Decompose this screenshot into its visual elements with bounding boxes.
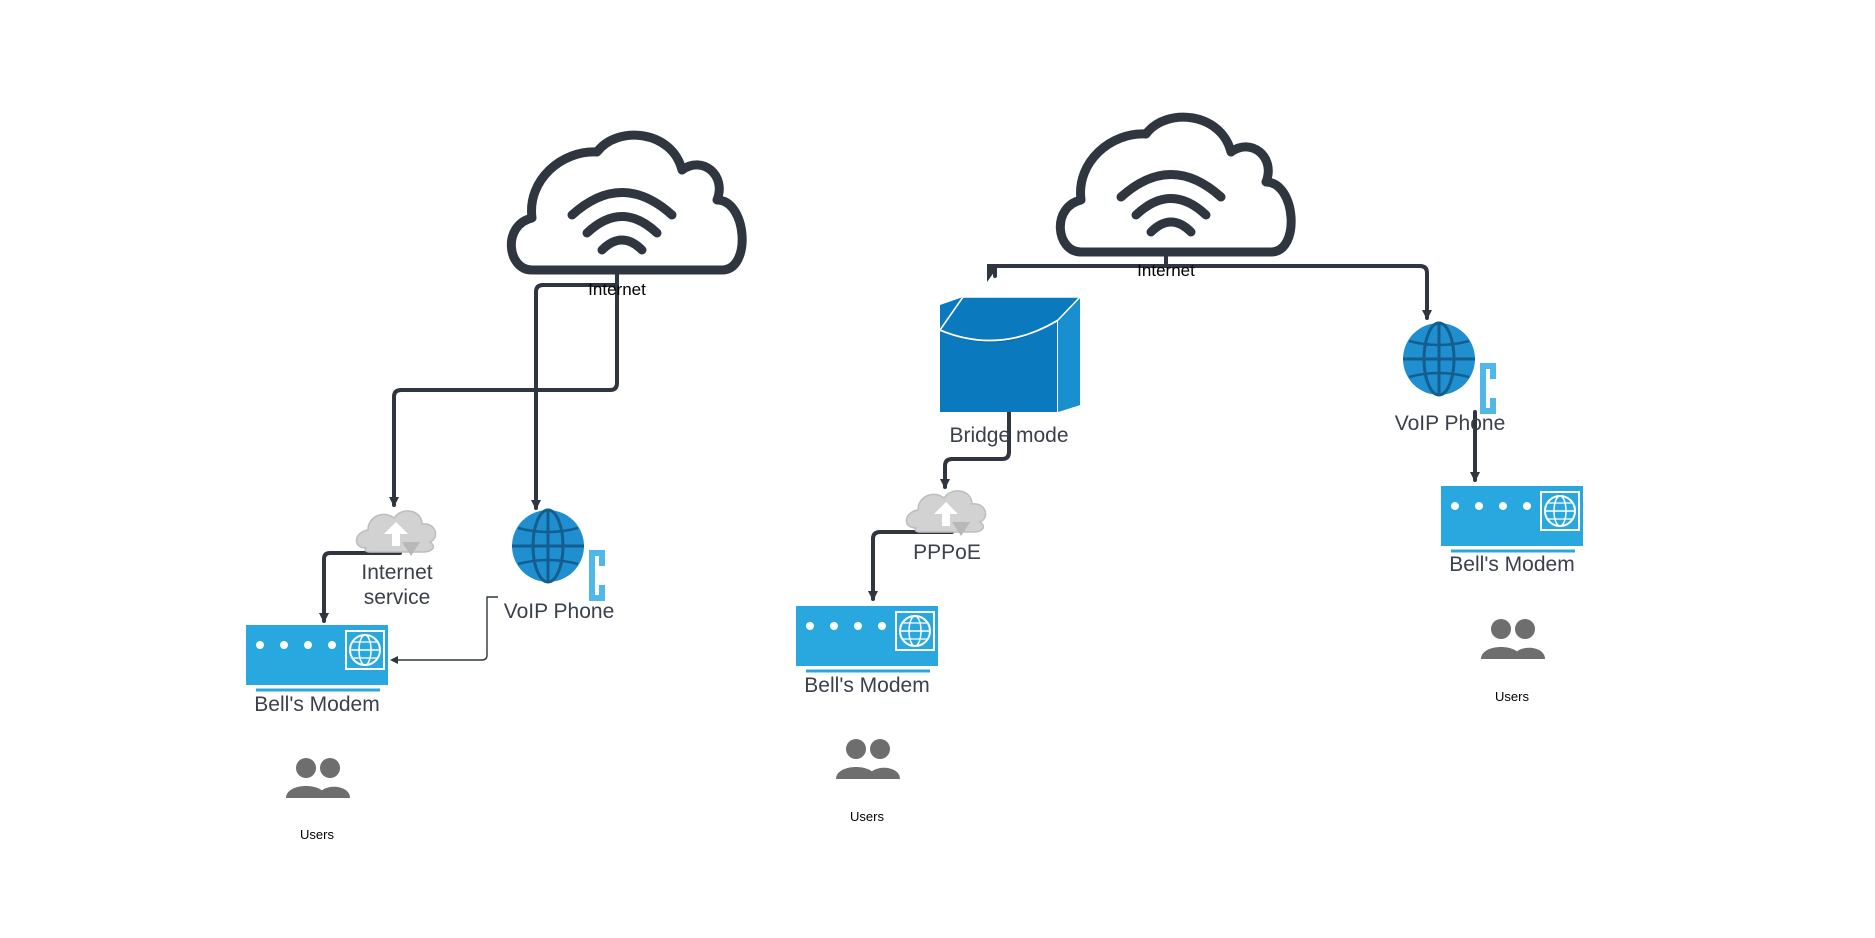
users-label-right-a: Users	[850, 809, 884, 824]
internet-service-label-line2: service	[364, 586, 431, 609]
voip-phone-label-right: VoIP Phone	[1395, 412, 1506, 435]
modem-icon-right-b	[1439, 484, 1585, 553]
connector-pppoe-to-modem	[868, 530, 954, 601]
voip-phone-icon	[512, 510, 602, 598]
connector-voip-to-modem	[390, 596, 498, 664]
left-network: Internet Internet service VoIP Phone Bel…	[244, 135, 742, 842]
pppoe-cloud-icon	[905, 490, 987, 537]
connector-internet-to-voip	[1164, 264, 1432, 320]
internet-label: Internet	[588, 280, 646, 299]
internet-service-label: Internet	[361, 561, 432, 584]
voip-phone-icon-right	[1403, 323, 1493, 411]
internet-label-right: Internet	[1137, 261, 1195, 280]
users-icon-right-a	[836, 739, 900, 779]
connector-internet-to-service	[389, 268, 619, 507]
modem-icon-right-a	[794, 604, 940, 673]
bridge-mode-icon	[938, 296, 1082, 412]
internet-service-cloud-icon	[355, 510, 437, 557]
bridge-mode-label: Bridge mode	[949, 424, 1068, 447]
pppoe-label: PPPoE	[913, 541, 981, 564]
modem-label-right-b: Bell's Modem	[1449, 553, 1574, 576]
connector-internet-to-bridge	[993, 250, 1168, 278]
connector-bridge-to-pppoe	[940, 410, 1011, 489]
users-icon-right-b	[1481, 619, 1545, 659]
bridge-arrow-head	[987, 264, 1000, 282]
users-label-right-b: Users	[1495, 689, 1529, 704]
right-network: Internet Bridge mode PPPoE Bell's Modem …	[794, 117, 1585, 824]
connector-service-to-modem	[319, 551, 402, 623]
internet-cloud-icon-right	[1060, 117, 1291, 252]
internet-cloud-icon	[511, 135, 742, 270]
voip-phone-label: VoIP Phone	[504, 600, 615, 623]
modem-icon	[244, 623, 390, 692]
connector-internet-to-voip	[531, 268, 619, 510]
users-icon	[286, 758, 350, 798]
modem-label: Bell's Modem	[254, 693, 379, 716]
users-label: Users	[300, 827, 334, 842]
modem-label-right-a: Bell's Modem	[804, 674, 929, 697]
